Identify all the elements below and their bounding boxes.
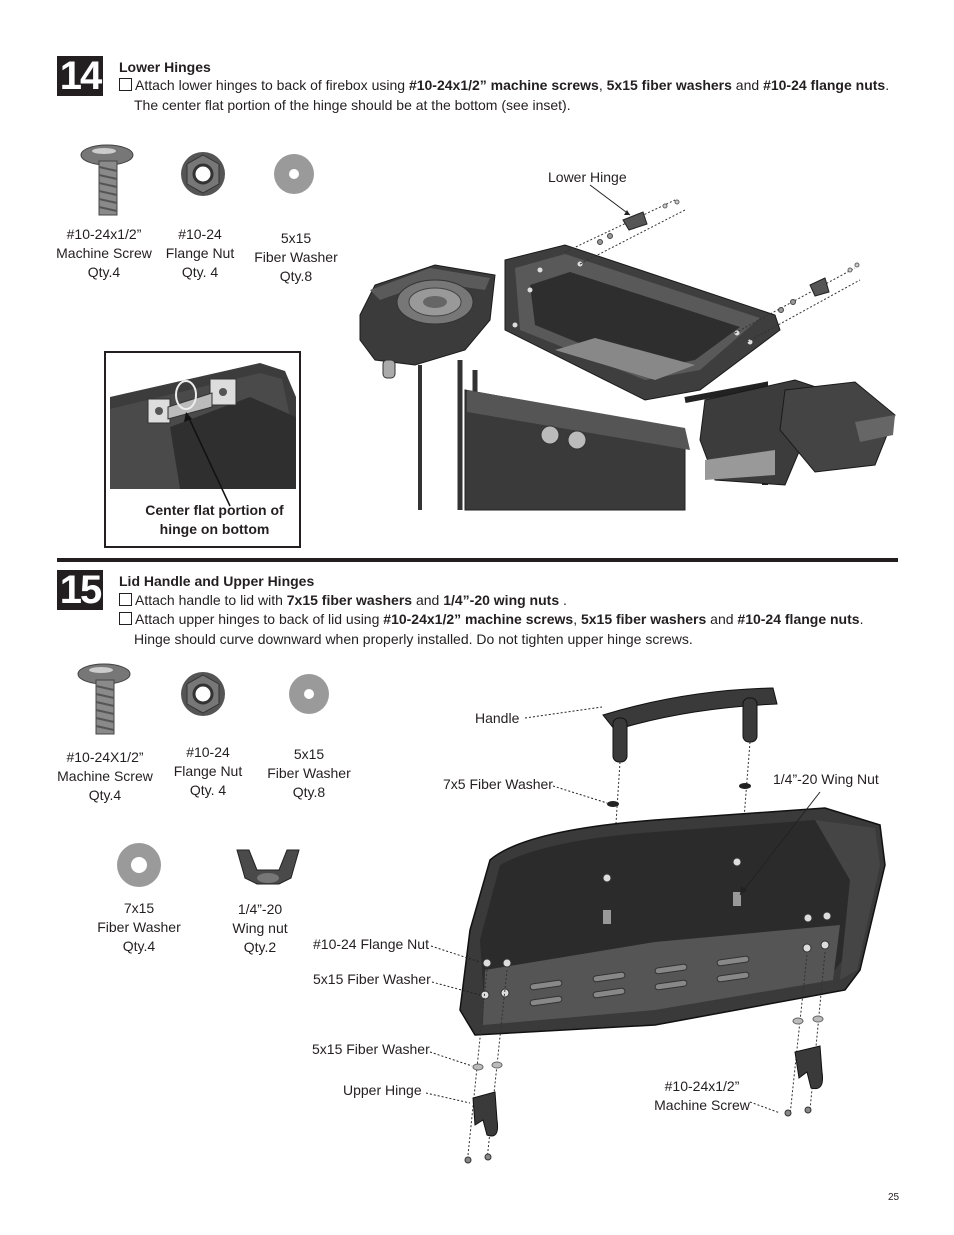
inset-caption-line: hinge on bottom bbox=[159, 521, 270, 537]
callout-line: Machine Screw bbox=[654, 1097, 750, 1113]
section-divider bbox=[57, 558, 898, 562]
part-name: Fiber Washer bbox=[254, 249, 338, 265]
grill-firebox-illustration bbox=[359, 199, 896, 511]
instr-text: Attach handle to lid with bbox=[135, 592, 287, 608]
part-label-machine-screw: #10-24x1/2” Machine Screw Qty.4 bbox=[53, 225, 155, 282]
checkbox-icon[interactable] bbox=[119, 78, 132, 91]
callout-lower-hinge: Lower Hinge bbox=[548, 169, 627, 185]
part-name: Wing nut bbox=[232, 920, 288, 936]
step-15-instruction-1: Attach handle to lid with 7x15 fiber was… bbox=[119, 591, 567, 610]
part-name: #10-24 bbox=[186, 744, 230, 760]
fiber-washer-icon bbox=[274, 154, 314, 194]
instr-text: Attach upper hinges to back of lid using bbox=[135, 611, 384, 627]
step-15-number: 15 bbox=[57, 570, 103, 610]
part-label-fiber-washer: 5x15 Fiber Washer Qty.8 bbox=[250, 229, 342, 286]
part-name: 5x15 bbox=[293, 746, 325, 762]
part-name: 5x15 bbox=[280, 230, 312, 246]
instr-text: . bbox=[859, 611, 864, 627]
part-name: Flange Nut bbox=[173, 763, 243, 779]
part-qty: Qty.8 bbox=[292, 784, 326, 800]
part-name: #10-24X1/2” bbox=[66, 749, 144, 765]
part-name: Fiber Washer bbox=[267, 765, 351, 781]
part-label-flange-nut: #10-24 Flange Nut Qty. 4 bbox=[167, 743, 249, 800]
instr-bold: 5x15 fiber washers bbox=[580, 611, 707, 627]
fiber-washer-icon bbox=[289, 674, 329, 714]
flange-nut-icon bbox=[181, 672, 225, 716]
part-qty: Qty.4 bbox=[87, 264, 121, 280]
page-number: 25 bbox=[888, 1192, 900, 1203]
checkbox-icon[interactable] bbox=[119, 593, 132, 606]
instr-text: , bbox=[573, 611, 581, 627]
part-qty: Qty.4 bbox=[122, 938, 156, 954]
machine-screw-icon bbox=[80, 144, 134, 216]
part-label-fiber-washer-7x15: 7x15 Fiber Washer Qty.4 bbox=[92, 899, 186, 956]
part-label-flange-nut: #10-24 Flange Nut Qty. 4 bbox=[160, 225, 240, 282]
callout-flange-nut: #10-24 Flange Nut bbox=[313, 936, 429, 952]
part-name: Machine Screw bbox=[56, 245, 152, 261]
part-name: Machine Screw bbox=[57, 768, 153, 784]
callout-fiber-washer-b: 5x15 Fiber Washer bbox=[312, 1041, 430, 1057]
part-name: #10-24x1/2” bbox=[66, 226, 142, 242]
part-label-machine-screw: #10-24X1/2” Machine Screw Qty.4 bbox=[53, 748, 157, 805]
checkbox-icon[interactable] bbox=[119, 612, 132, 625]
part-qty: Qty.4 bbox=[88, 787, 122, 803]
callout-upper-hinge: Upper Hinge bbox=[343, 1082, 422, 1098]
part-name: Fiber Washer bbox=[97, 919, 181, 935]
step-14-title: Lower Hinges bbox=[119, 59, 211, 75]
inset-arrow bbox=[184, 412, 231, 507]
inset-caption: Center flat portion of hinge on bottom bbox=[104, 501, 325, 539]
callout-wing-nut: 1/4”-20 Wing Nut bbox=[773, 771, 879, 787]
inset-hinge-illustration bbox=[110, 363, 296, 489]
part-qty: Qty.8 bbox=[279, 268, 313, 284]
instr-bold: 5x15 fiber washers bbox=[606, 77, 732, 93]
inset-box bbox=[104, 351, 301, 548]
instr-bold: #10-24x1/2” machine screws bbox=[408, 77, 599, 93]
part-name: 7x15 bbox=[123, 900, 155, 916]
step-14-instruction: Attach lower hinges to back of firebox u… bbox=[119, 76, 889, 95]
part-label-fiber-washer: 5x15 Fiber Washer Qty.8 bbox=[262, 745, 356, 802]
part-name: 1/4”-20 bbox=[237, 901, 283, 917]
instr-bold: #10-24 flange nuts bbox=[737, 611, 860, 627]
callout-handle: Handle bbox=[475, 710, 520, 726]
step-15-instruction-2: Attach upper hinges to back of lid using… bbox=[119, 610, 863, 629]
part-qty: Qty.2 bbox=[243, 939, 277, 955]
part-qty: Qty. 4 bbox=[189, 782, 227, 798]
instr-bold: 1/4”-20 wing nuts bbox=[443, 592, 560, 608]
instr-bold: 7x15 fiber washers bbox=[286, 592, 413, 608]
callout-line: #10-24x1/2” bbox=[664, 1078, 740, 1094]
instr-text: and bbox=[412, 592, 444, 608]
instr-bold: #10-24 flange nuts bbox=[763, 77, 886, 93]
instr-bold: #10-24x1/2” machine screws bbox=[383, 611, 574, 627]
instr-text: . bbox=[559, 592, 567, 608]
part-name: Flange Nut bbox=[165, 245, 235, 261]
part-name: #10-24 bbox=[178, 226, 222, 242]
instr-text: Attach lower hinges to back of firebox u… bbox=[135, 77, 409, 93]
step-15-instruction-cont: Hinge should curve downward when properl… bbox=[134, 631, 693, 647]
instr-text: and bbox=[706, 611, 738, 627]
inset-caption-line: Center flat portion of bbox=[145, 502, 284, 518]
step-14-instruction-cont: The center flat portion of the hinge sho… bbox=[134, 97, 571, 113]
instr-text: and bbox=[731, 77, 764, 93]
callout-7x5-fiber-washer: 7x5 Fiber Washer bbox=[443, 776, 553, 792]
wing-nut-icon bbox=[236, 849, 300, 885]
instr-text: . bbox=[885, 77, 890, 93]
callout-fiber-washer-a: 5x15 Fiber Washer bbox=[313, 971, 431, 987]
machine-screw-icon bbox=[77, 663, 131, 735]
flange-nut-icon bbox=[181, 152, 225, 196]
instr-text: , bbox=[598, 77, 607, 93]
callout-machine-screw: #10-24x1/2” Machine Screw bbox=[650, 1077, 754, 1115]
part-label-wing-nut: 1/4”-20 Wing nut Qty.2 bbox=[222, 900, 298, 957]
fiber-washer-7x15-icon bbox=[117, 843, 161, 887]
leader-line-lower-hinge bbox=[589, 184, 631, 216]
step-15-title: Lid Handle and Upper Hinges bbox=[119, 573, 315, 589]
part-qty: Qty. 4 bbox=[181, 264, 219, 280]
lid-assembly-illustration bbox=[459, 687, 886, 1166]
step-14-number: 14 bbox=[57, 56, 103, 96]
